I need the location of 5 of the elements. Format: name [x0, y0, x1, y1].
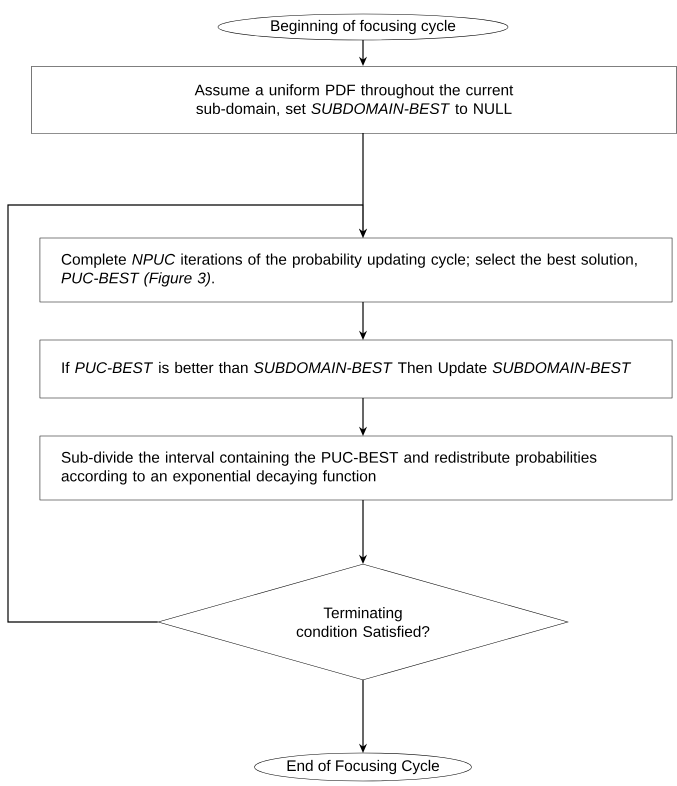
- process-box: Complete NPUC iterations of the probability updating cycle; select the best solution, PUC-BEST (Figure 3).: [40, 238, 672, 302]
- process-box: Sub-divide the interval containing the PUC-BEST and redistribute probabilities according to an exponential decaying function: [40, 436, 672, 500]
- arrow: [7, 204, 368, 623]
- process-box: If PUC-BEST is better than SUBDOMAIN-BEST Then Update SUBDOMAIN-BEST: [40, 340, 672, 398]
- process-box: Assume a uniform PDF throughout the current sub-domain, set SUBDOMAIN-BEST to NULL: [31, 66, 677, 134]
